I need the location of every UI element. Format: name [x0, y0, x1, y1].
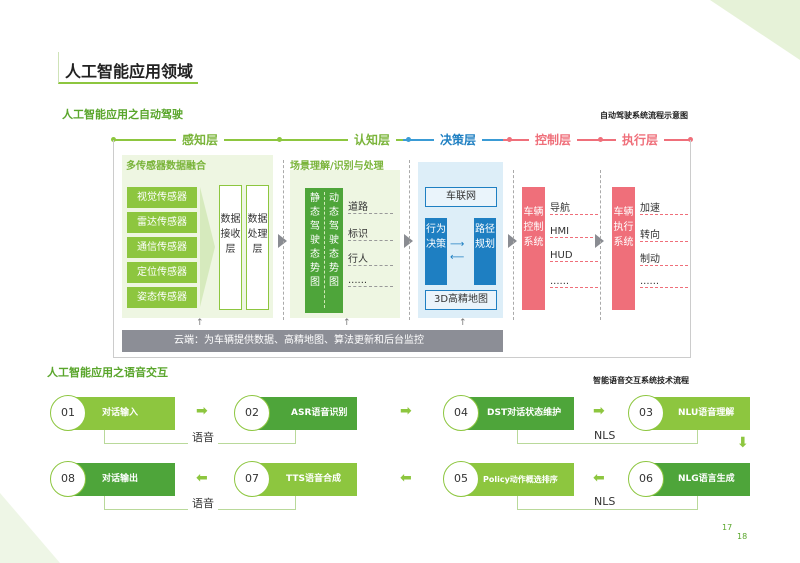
static-map: 静态驾驶态势图 [310, 193, 320, 288]
page-number: 18 [737, 532, 748, 541]
layer-cognition: 认知层 [348, 131, 397, 148]
dot [406, 137, 411, 142]
path-planning: 路径规划 [474, 218, 496, 285]
vehicle-control-system: 车辆控制系统 [522, 187, 545, 310]
dot [277, 137, 282, 142]
sensor-item: 通信传感器 [127, 237, 197, 258]
sensor-item: 雷达传感器 [127, 212, 197, 233]
divider [283, 160, 284, 320]
arrow-right-icon: ➡ [400, 403, 412, 419]
step-number: 03 [628, 395, 664, 431]
arrow-up-icon: ↑ [459, 318, 467, 328]
arrow-right-icon [278, 234, 287, 248]
cloud-bar: 云端：为车辆提供数据、高精地图、算法更新和后台监控 [122, 330, 503, 352]
cognition-item: 标识 [348, 225, 393, 241]
bracket [517, 430, 698, 444]
step-number: 07 [234, 461, 270, 497]
layer-perception: 感知层 [176, 131, 225, 148]
page-title: 人工智能应用领域 [58, 52, 198, 84]
arrow-right-icon [595, 234, 604, 248]
diagram-frame [113, 140, 691, 358]
arrow-right-icon: ➡ [593, 403, 605, 419]
arrow-up-icon: ↑ [196, 318, 204, 328]
sensor-item: 姿态传感器 [127, 287, 197, 308]
bracket-label: NLS [590, 429, 620, 442]
data-process-layer: 数据处理层 [246, 185, 269, 310]
arrow-left-icon: ⬅ [593, 470, 605, 486]
execution-item: ...... [640, 276, 688, 288]
control-item: HUD [550, 250, 598, 262]
divider [409, 160, 410, 320]
hd-map-box: 3D高精地图 [425, 290, 497, 310]
arrow-up-icon: ↑ [343, 318, 351, 328]
dot [507, 137, 512, 142]
arrow-left-icon: ⬅ [400, 470, 412, 486]
execution-item: 转向 [640, 226, 688, 242]
step-number: 06 [628, 461, 664, 497]
layer-control: 控制层 [529, 131, 578, 148]
voice-caption: 智能语音交互系统技术流程 [593, 376, 689, 385]
step-number: 01 [50, 395, 86, 431]
bracket-label: 语音 [188, 429, 218, 445]
vehicle-execution-system: 车辆执行系统 [612, 187, 635, 310]
layer-decision: 决策层 [434, 131, 483, 148]
data-receive-layer: 数据接收层 [219, 185, 242, 310]
layer-execution: 执行层 [616, 131, 665, 148]
step-number: 08 [50, 461, 86, 497]
control-item: HMI [550, 226, 598, 238]
execution-item: 加速 [640, 199, 688, 215]
cognition-title: 场景理解/识别与处理 [290, 161, 384, 172]
bracket-label: NLS [590, 495, 620, 508]
corner-decoration [0, 493, 60, 563]
divider [600, 170, 601, 320]
cognition-item: 行人 [348, 250, 393, 266]
step-number: 05 [443, 461, 479, 497]
divider [324, 192, 325, 308]
cognition-item: ...... [348, 275, 393, 287]
divider [513, 170, 514, 320]
diagram-caption: 自动驾驶系统流程示意图 [600, 111, 688, 120]
dot [111, 137, 116, 142]
layer-line [113, 139, 403, 141]
v2x-box: 车联网 [425, 187, 497, 207]
control-item: 导航 [550, 199, 598, 215]
page-number: 17 [722, 523, 733, 532]
arrow-down-icon: ⬇ [737, 435, 749, 451]
arrow-right-icon [508, 234, 517, 248]
step-number: 02 [234, 395, 270, 431]
sensor-item: 视觉传感器 [127, 187, 197, 208]
arrow-right-icon: ➡ [196, 403, 208, 419]
arrow-right-icon [404, 234, 413, 248]
behavior-decision: 行为决策 [425, 218, 447, 285]
control-item: ...... [550, 276, 598, 288]
section-title-autodrive: 人工智能应用之自动驾驶 [62, 108, 183, 121]
dynamic-map: 动态驾驶态势图 [329, 193, 339, 288]
cognition-item: 道路 [348, 198, 393, 214]
layer-line [503, 139, 690, 141]
arrow-left-icon: ⬅ [196, 470, 208, 486]
bracket-label: 语音 [188, 495, 218, 511]
perception-title: 多传感器数据融合 [126, 161, 206, 172]
chevron-icon [200, 187, 215, 307]
corner-decoration [710, 0, 800, 60]
section-title-voice: 人工智能应用之语音交互 [47, 366, 168, 379]
bidirectional-arrow-icon: ⟶⟵ [450, 239, 465, 263]
sensor-item: 定位传感器 [127, 262, 197, 283]
execution-item: 制动 [640, 250, 688, 266]
bracket [517, 496, 698, 510]
step-number: 04 [443, 395, 479, 431]
dot [688, 137, 693, 142]
dot [598, 137, 603, 142]
